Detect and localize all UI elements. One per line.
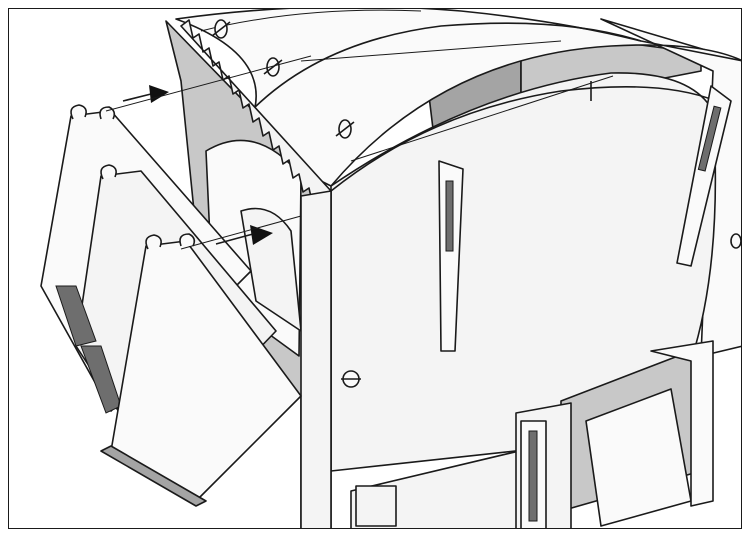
slot-right-hole [697, 105, 722, 172]
diagram-frame [8, 8, 742, 529]
panel-bottom-rail [100, 445, 207, 507]
arrow-right-icon [250, 225, 273, 245]
roof-ridge-a [300, 40, 562, 62]
upper-insert-arrow [105, 55, 312, 112]
lower-posts [355, 420, 547, 528]
peg-icon [211, 19, 231, 39]
lower-front-block [355, 485, 397, 527]
peg-icon [335, 119, 355, 139]
lower-front-ledge [350, 440, 562, 528]
roof-front-arch [330, 85, 717, 192]
middle-insert-arrow [180, 215, 302, 250]
peg-icon [341, 370, 361, 388]
vertical-slot-right [676, 85, 732, 267]
hinge-hook-2 [99, 106, 116, 120]
folded-panel-assembly [40, 104, 302, 507]
front-post [300, 190, 332, 528]
panel-dark-strip-1 [55, 285, 97, 347]
lower-post-left-slot [528, 430, 538, 522]
front-post-shape [300, 190, 332, 528]
hinge-hook-5 [179, 233, 196, 247]
front-wall-slots [438, 81, 732, 352]
slot-left-hole [445, 180, 454, 252]
peg-icon [263, 57, 283, 77]
comb-teeth [180, 19, 332, 221]
exploded-view-drawing [40, 9, 741, 528]
roof-ridge-b [350, 75, 614, 162]
roof-second-arch [250, 22, 642, 112]
hinge-hook-3 [100, 164, 117, 180]
vertical-slot-left [438, 160, 464, 352]
box-front-wall [330, 72, 717, 472]
hinge-hook-1 [70, 104, 87, 120]
peg-icon [730, 233, 741, 249]
locking-pegs [211, 19, 741, 388]
lower-right-frame [650, 340, 714, 507]
arrow-right-icon [149, 85, 169, 103]
hinge-hook-4 [145, 234, 162, 250]
